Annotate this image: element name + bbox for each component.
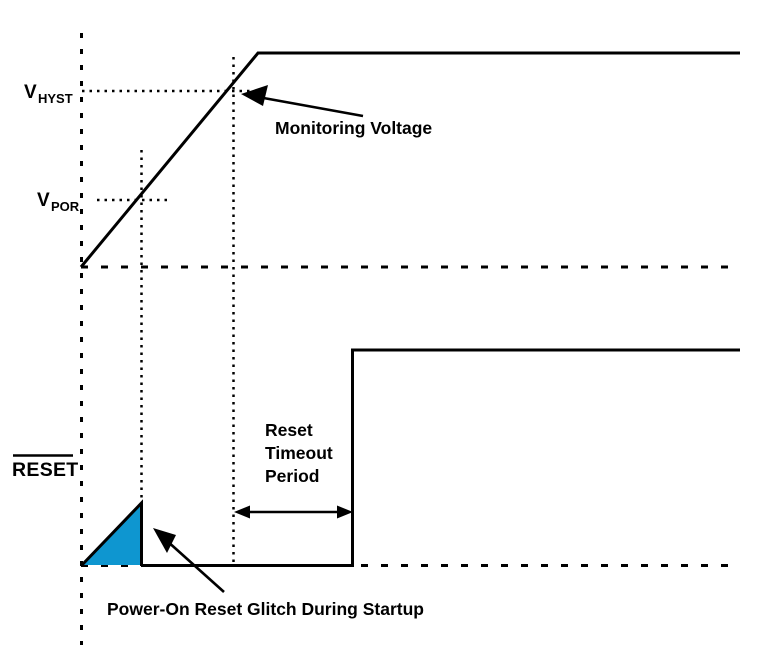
power-on-reset-glitch-label: Power-On Reset Glitch During Startup: [107, 599, 424, 619]
reset-timeout-line-3: Period: [265, 466, 319, 486]
vhyst-subscript-text: HYST: [38, 91, 73, 106]
reset-waveform: [141, 348, 740, 567]
reset-label-text: RESET: [12, 459, 79, 481]
vhyst-base-text: V: [24, 82, 37, 103]
vpor-base-text: V: [37, 190, 50, 211]
reset-timeout-arrowhead-left: [234, 505, 250, 519]
glitch-arrowhead: [153, 528, 176, 553]
axis-label-vhyst: V HYST: [24, 82, 73, 106]
callout-reset-timeout-period: Reset Timeout Period: [234, 420, 353, 519]
reset-timeout-line-1: Reset: [265, 420, 313, 440]
monitoring-voltage-leader: [257, 95, 364, 118]
power-on-reset-glitch-outline: [79, 499, 143, 568]
callout-power-on-reset-glitch: Power-On Reset Glitch During Startup: [107, 528, 424, 619]
glitch-leader: [165, 539, 225, 593]
monitoring-voltage-arrowhead: [241, 85, 268, 106]
reset-timeout-arrowhead-right: [337, 505, 353, 519]
callout-monitoring-voltage: Monitoring Voltage: [241, 85, 432, 138]
vpor-subscript-text: POR: [51, 199, 80, 214]
monitoring-voltage-label: Monitoring Voltage: [275, 118, 432, 138]
reset-timeout-line-2: Timeout: [265, 443, 333, 463]
axis-label-vpor: V POR: [37, 190, 80, 214]
axis-label-reset: RESET: [12, 454, 79, 481]
monitoring-voltage-waveform: [79, 51, 740, 268]
